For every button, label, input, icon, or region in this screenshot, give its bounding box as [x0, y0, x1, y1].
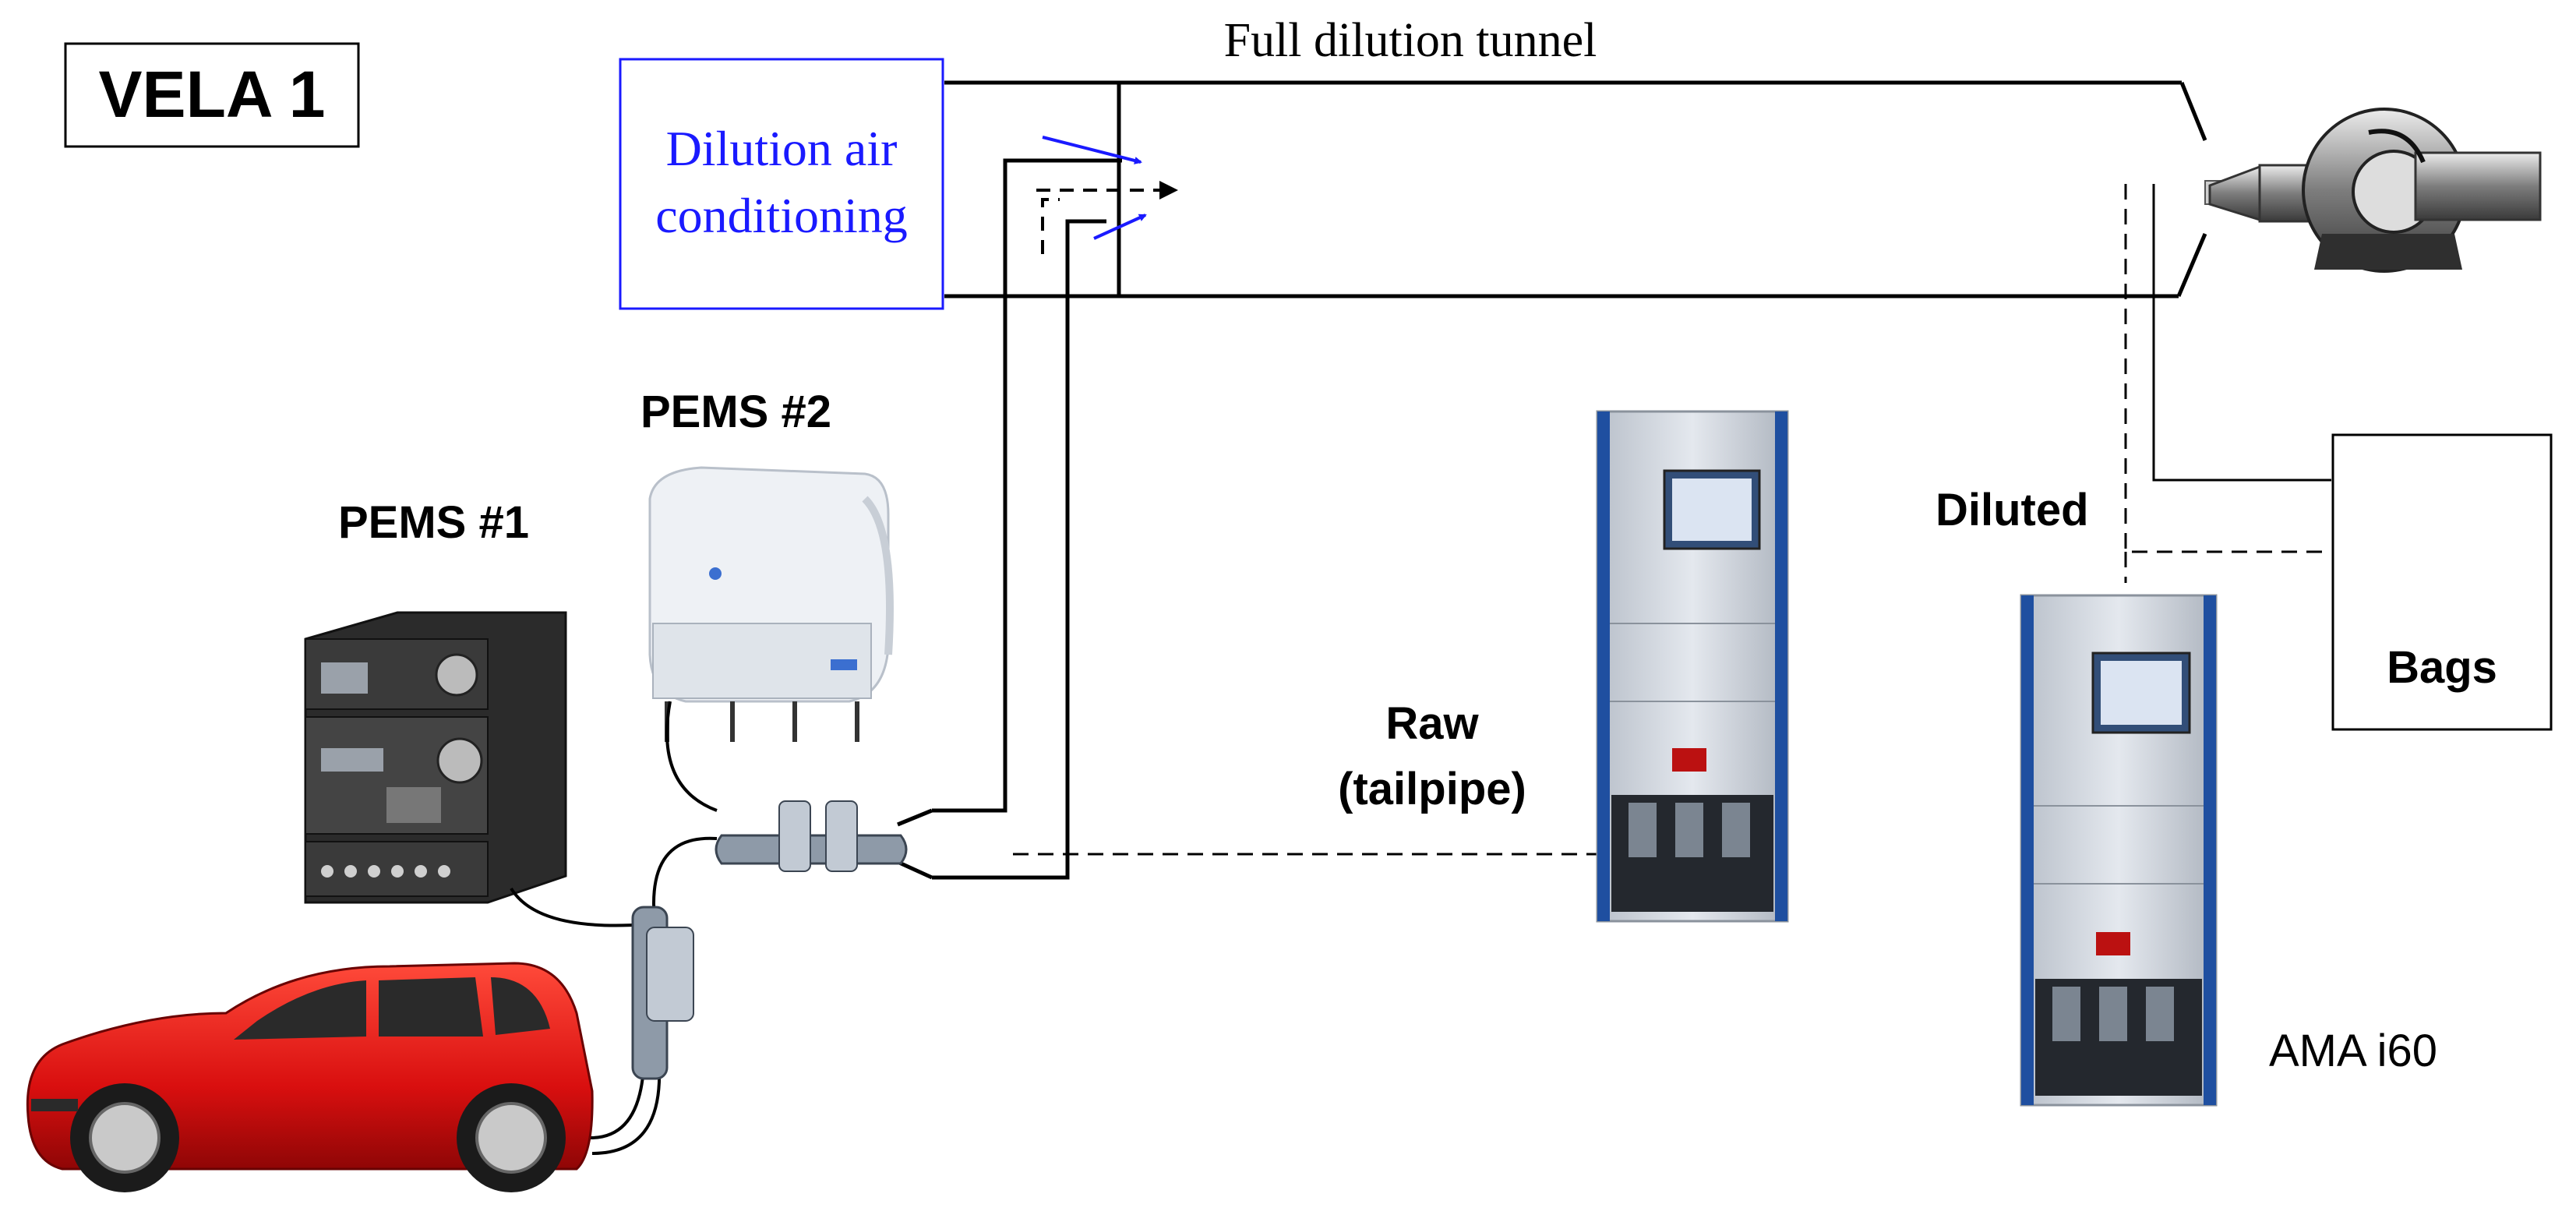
diagram-title: VELA 1	[99, 58, 326, 131]
dilution-tunnel	[944, 80, 2207, 298]
car-icon	[26, 962, 594, 1192]
title-box: VELA 1	[64, 42, 360, 148]
bags-label: Bags	[2387, 642, 2497, 693]
raw-label-line2: (tailpipe)	[1338, 764, 1526, 814]
bags-box: Bags	[2331, 433, 2553, 731]
blower-pump-icon	[2204, 108, 2542, 273]
raw-label-line1: Raw	[1385, 698, 1479, 749]
diluted-lines	[2124, 184, 2331, 583]
pems1-label: PEMS #1	[338, 497, 529, 548]
analyzer-cabinet-icon	[1596, 410, 1789, 923]
tunnel-label: Full dilution tunnel	[1224, 14, 1597, 67]
dilution-air-box: Dilution air conditioning	[619, 58, 944, 310]
diluted-label: Diluted	[1936, 485, 2089, 535]
flow-arrows	[1036, 136, 1178, 254]
analyzer-label: AMA i60	[2269, 1026, 2437, 1076]
dilution-box-line2: conditioning	[655, 188, 908, 243]
sample-lines	[896, 158, 1122, 880]
pems2-device-icon	[648, 466, 894, 742]
pems2-label: PEMS #2	[640, 387, 831, 437]
exhaust-adapter-icon	[631, 800, 908, 1080]
pems1-device-icon	[304, 611, 567, 904]
analyzer-cabinet-icon	[2020, 594, 2218, 1107]
dilution-box-line1: Dilution air	[666, 121, 898, 176]
sample-hoses	[510, 701, 718, 1155]
